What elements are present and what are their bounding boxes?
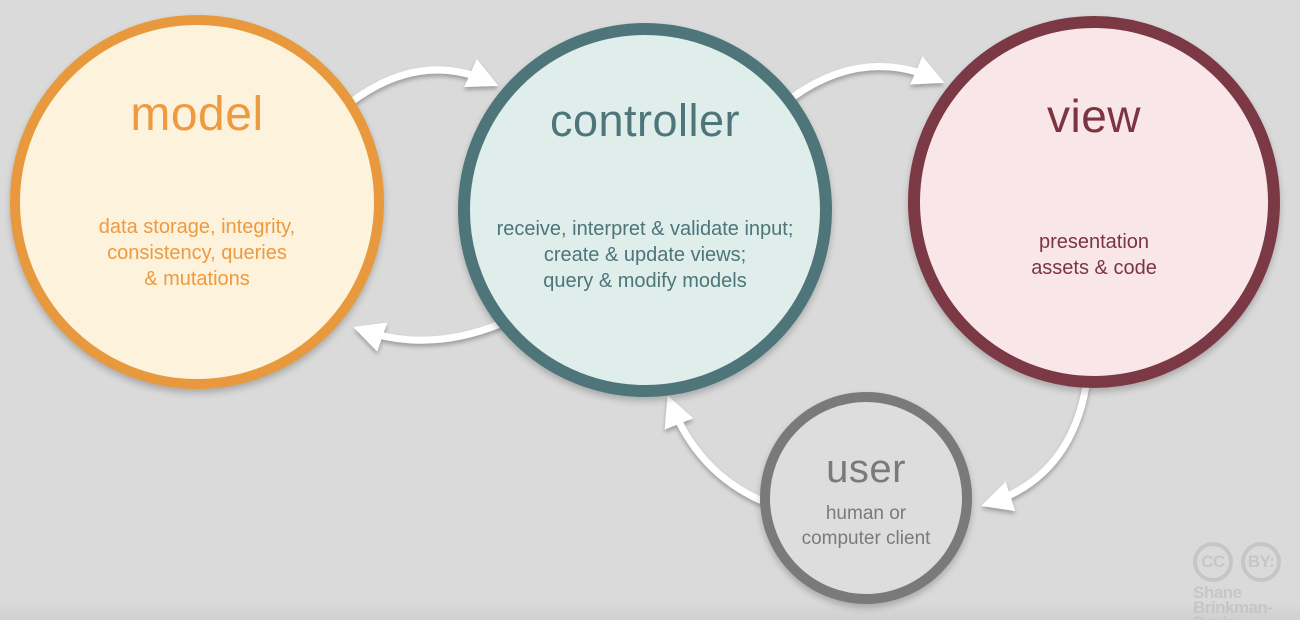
arrow-user-to-controller	[664, 395, 764, 504]
arrow-controller-to-model	[353, 320, 504, 352]
model-node: model data storage, integrity, consisten…	[10, 15, 384, 389]
user-title: user	[826, 447, 906, 491]
cc-by-icon: BY:	[1241, 542, 1281, 582]
cc-icon: CC	[1193, 542, 1233, 582]
controller-node: controller receive, interpret & validate…	[458, 23, 832, 397]
user-node: user human or computer client	[760, 392, 972, 604]
view-description: presentation assets & code	[1031, 231, 1157, 279]
user-description: human or computer client	[801, 503, 931, 549]
cc-by-icon-label: BY:	[1247, 552, 1275, 571]
view-title: view	[1046, 90, 1142, 142]
author-name: Shane Brinkman-Davis	[1193, 583, 1273, 620]
view-node: view presentation assets & code	[908, 16, 1280, 388]
arrow-view-to-user	[981, 382, 1090, 511]
license-attribution: CC BY: Shane Brinkman-Davis	[1193, 542, 1300, 620]
arrow-model-to-controller	[346, 59, 499, 107]
controller-description: receive, interpret & validate input; cre…	[496, 218, 794, 292]
model-title: model	[130, 88, 264, 141]
license-badges: CC BY:	[1193, 542, 1300, 582]
controller-title: controller	[549, 95, 741, 146]
cc-icon-label: CC	[1201, 552, 1225, 571]
model-description: data storage, integrity, consistency, qu…	[98, 216, 296, 290]
arrow-controller-to-view	[789, 56, 945, 101]
